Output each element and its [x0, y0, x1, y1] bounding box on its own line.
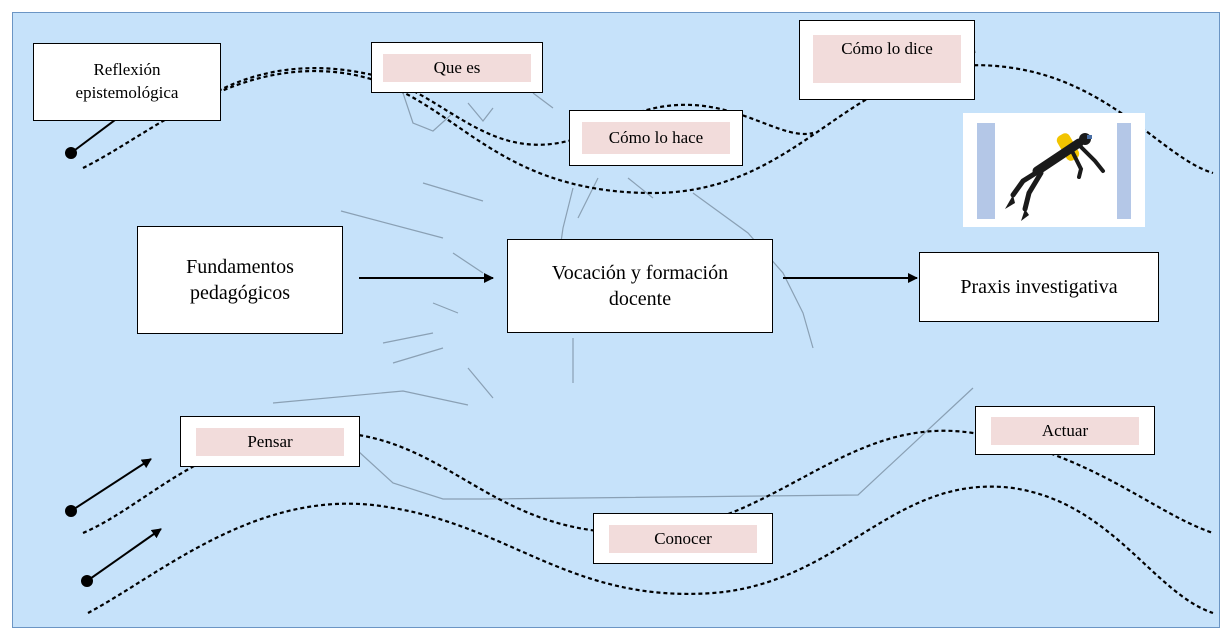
praxis-label: Praxis investigativa: [960, 276, 1118, 298]
como-dice-label: Cómo lo dice: [813, 35, 961, 83]
pensar-label: Pensar: [196, 427, 344, 456]
bottom-wave-2: [87, 485, 1214, 615]
top-wave-2: [217, 67, 814, 146]
que-es-label: Que es: [383, 53, 531, 82]
box-reflexion: Reflexión epistemológica: [33, 43, 221, 121]
conocer-label: Conocer: [609, 524, 757, 553]
diver-image: [963, 113, 1145, 227]
box-fundamentos: Fundamentos pedagógicos: [137, 226, 343, 334]
box-conocer: Conocer: [593, 513, 773, 564]
background-sketch: [272, 92, 974, 500]
actuar-label: Actuar: [991, 416, 1139, 445]
fundamentos-label: Fundamentos pedagógicos: [186, 256, 294, 304]
box-praxis: Praxis investigativa: [919, 252, 1159, 322]
box-actuar: Actuar: [975, 406, 1155, 455]
box-como-hace: Cómo lo hace: [569, 110, 743, 166]
box-que-es: Que es: [371, 42, 543, 93]
vocacion-label: Vocación y formación docente: [551, 262, 729, 310]
reflexion-label: Reflexión epistemológica: [75, 60, 179, 102]
box-pensar: Pensar: [180, 416, 360, 467]
como-hace-label: Cómo lo hace: [582, 122, 730, 154]
diver-icon: [1005, 133, 1105, 221]
box-vocacion: Vocación y formación docente: [507, 239, 773, 333]
top-wave-1: [82, 64, 1214, 195]
left-pins: [65, 107, 162, 587]
diagram-canvas: Reflexión epistemológica Que es Cómo lo …: [12, 12, 1220, 628]
box-como-dice: Cómo lo dice: [799, 20, 975, 100]
